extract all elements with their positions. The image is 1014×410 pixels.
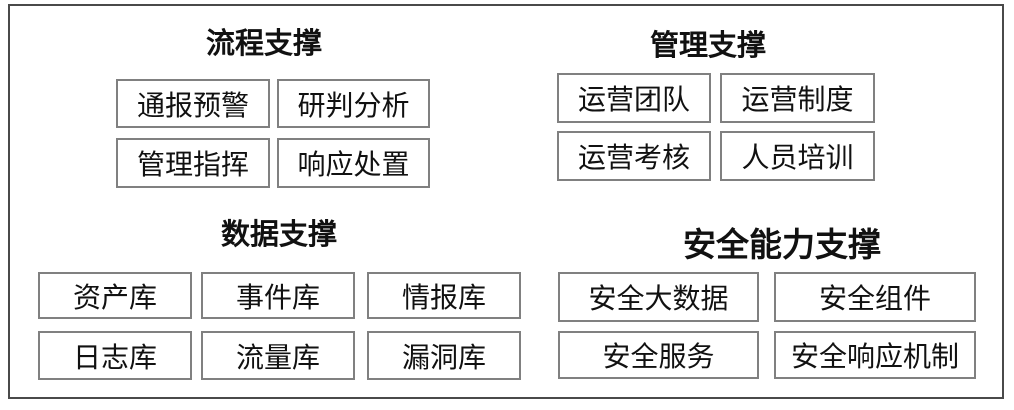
- section-title-data-support: 数据支撑: [220, 219, 337, 251]
- box-intelligence-library: 情报库: [367, 272, 521, 319]
- box-management-command: 管理指挥: [116, 138, 270, 188]
- box-operations-team: 运营团队: [557, 73, 711, 123]
- section-title-process-support: 流程支撑: [205, 28, 322, 60]
- box-security-components: 安全组件: [774, 272, 976, 322]
- box-asset-library: 资产库: [38, 272, 192, 319]
- section-title-security-capability-support: 安全能力支撑: [683, 228, 881, 264]
- box-analysis-judgment: 研判分析: [277, 79, 430, 128]
- box-report-warning: 通报预警: [116, 79, 270, 128]
- box-traffic-library: 流量库: [201, 331, 355, 380]
- box-security-response-mechanism: 安全响应机制: [774, 331, 976, 379]
- box-vulnerability-library: 漏洞库: [367, 331, 521, 380]
- box-personnel-training: 人员培训: [720, 131, 875, 181]
- box-operations-assessment: 运营考核: [557, 131, 711, 181]
- section-title-management-support: 管理支撑: [649, 30, 766, 62]
- box-event-library: 事件库: [201, 272, 355, 319]
- box-security-big-data: 安全大数据: [558, 272, 759, 322]
- box-log-library: 日志库: [38, 331, 192, 380]
- box-security-services: 安全服务: [558, 331, 759, 379]
- box-response-handling: 响应处置: [277, 138, 430, 188]
- box-operations-system: 运营制度: [720, 73, 875, 123]
